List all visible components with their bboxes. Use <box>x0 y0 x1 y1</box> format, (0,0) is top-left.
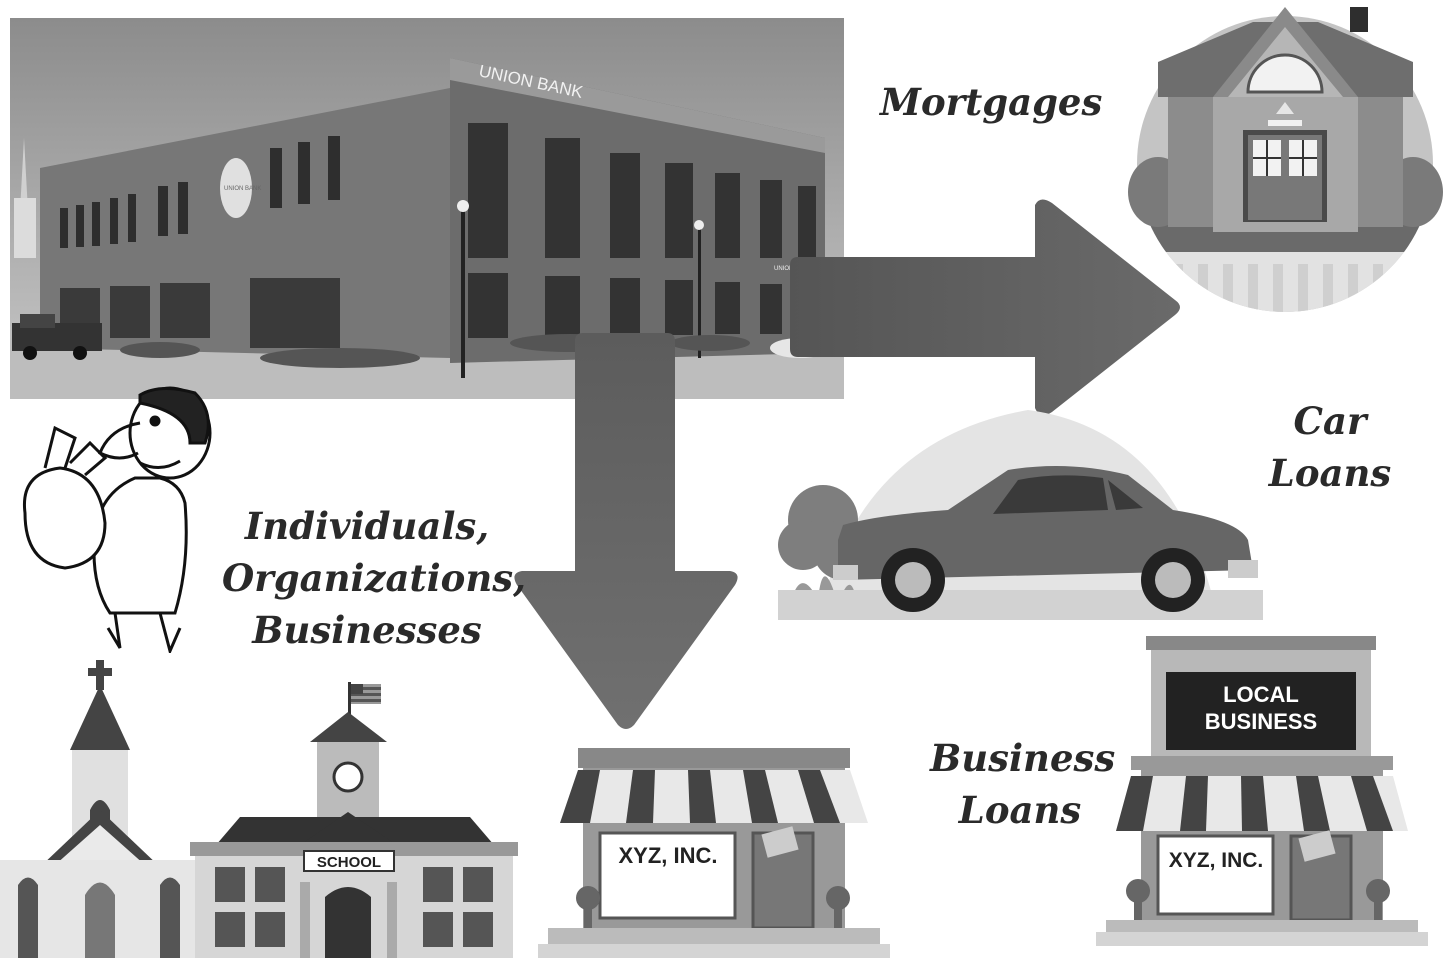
car-illustration <box>778 410 1263 620</box>
house-illustration <box>1128 7 1443 312</box>
church-illustration <box>0 660 215 958</box>
label-individuals: Individuals, Organizations, Businesses <box>222 500 526 656</box>
label-car-loans-line2: Loans <box>1268 451 1392 495</box>
school-illustration: SCHOOL <box>190 682 518 958</box>
label-car-loans: Car Loans <box>1260 395 1400 499</box>
label-business-loans-line1: Business <box>930 736 1116 780</box>
local-business-sign-line2: BUSINESS <box>1205 709 1317 734</box>
bank-sign-disc: UNION BANK <box>224 186 261 192</box>
store-large-sign: XYZ, INC. <box>1169 849 1264 872</box>
label-business-loans-line2: Loans <box>958 788 1082 832</box>
man-with-money-illustration <box>22 386 212 653</box>
label-individuals-line2: Organizations, <box>222 556 526 600</box>
label-individuals-line1: Individuals, <box>244 504 490 548</box>
store-small-sign: XYZ, INC. <box>618 843 717 868</box>
school-sign: SCHOOL <box>317 854 381 871</box>
store-small-illustration: XYZ, INC. <box>538 748 890 958</box>
arrow-down <box>514 333 738 729</box>
store-large-illustration: LOCAL BUSINESS XYZ, INC. <box>1096 636 1428 946</box>
label-individuals-line3: Businesses <box>252 608 482 652</box>
label-business-loans: Business Loans <box>930 732 1116 836</box>
bank-building-photo: UNION BANK UNION BANK UNION BANK <box>10 18 844 399</box>
label-mortgages: Mortgages <box>880 80 1103 124</box>
arrow-right <box>790 199 1180 416</box>
label-car-loans-line1: Car <box>1293 399 1367 443</box>
local-business-sign-line1: LOCAL <box>1223 682 1299 707</box>
